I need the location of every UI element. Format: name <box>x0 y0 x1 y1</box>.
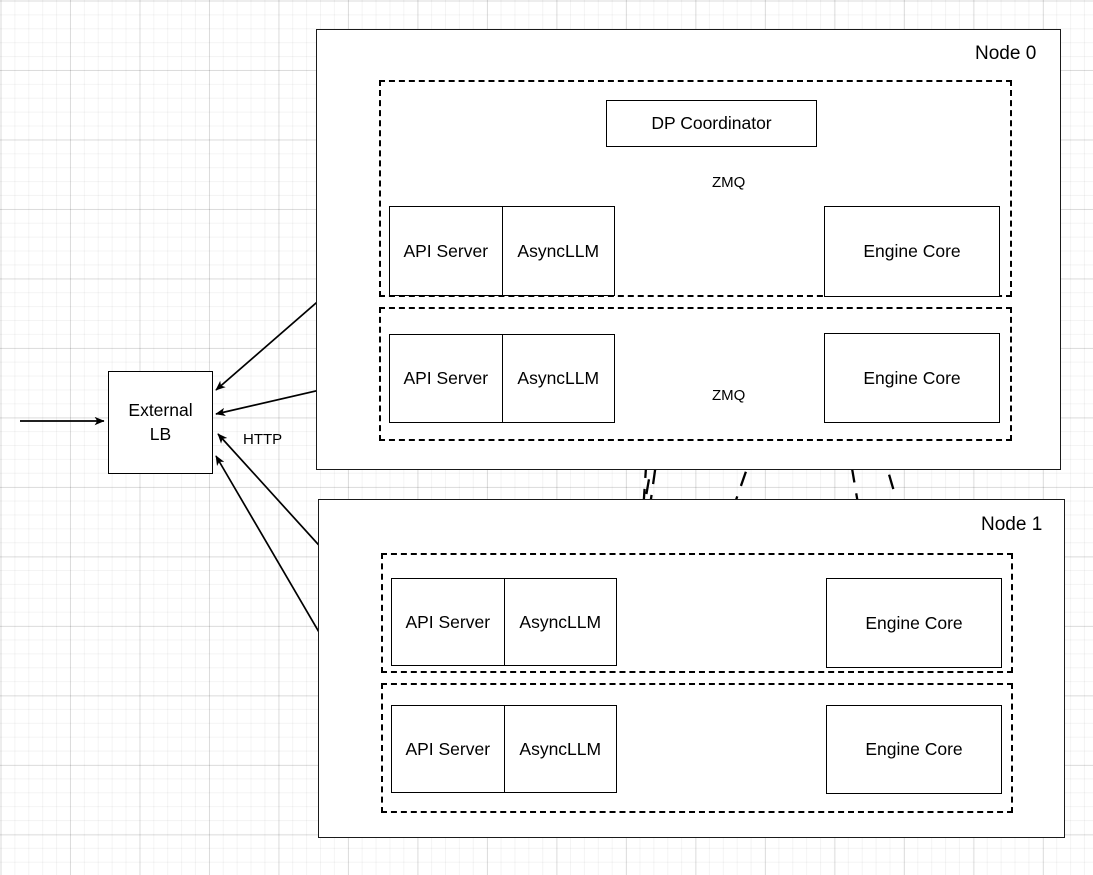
dp-coordinator-box[interactable]: DP Coordinator <box>606 100 817 147</box>
api-server-asyncllm-n0g0[interactable]: API Server AsyncLLM <box>389 206 615 296</box>
node-0-dp-group-1 <box>379 307 1012 441</box>
external-lb-label-line1: External <box>128 399 193 420</box>
engine-core-n0g1[interactable]: Engine Core <box>824 333 1000 423</box>
api-server-asyncllm-n1g0[interactable]: API Server AsyncLLM <box>391 578 617 666</box>
http-label: HTTP <box>243 431 283 448</box>
asyncllm-label-n1g0: AsyncLLM <box>519 611 602 632</box>
api-server-asyncllm-n1g1[interactable]: API Server AsyncLLM <box>391 705 617 793</box>
api-server-label-n1g0: API Server <box>392 579 505 665</box>
asyncllm-label-n0g1: AsyncLLM <box>517 368 600 388</box>
engine-core-label-n1g1: Engine Core <box>865 739 963 759</box>
asyncllm-label-n0g0: AsyncLLM <box>517 240 600 261</box>
node-1-label: Node 1 <box>981 514 1043 535</box>
api-server-asyncllm-n0g1[interactable]: API Server AsyncLLM <box>389 334 615 423</box>
engine-core-n1g0[interactable]: Engine Core <box>826 578 1002 668</box>
zmq-label-n0g1: ZMQ <box>712 387 746 404</box>
zmq-label-n0g0: ZMQ <box>712 174 746 191</box>
api-server-label-n1g1: API Server <box>392 706 505 792</box>
engine-core-n0g0[interactable]: Engine Core <box>824 206 1000 297</box>
node-1-dp-group-0 <box>381 553 1013 673</box>
engine-core-label-n0g1: Engine Core <box>863 367 961 388</box>
dp-coordinator-label: DP Coordinator <box>651 113 772 133</box>
api-server-label-n0g0: API Server <box>390 207 503 295</box>
api-server-label-n0g1: API Server <box>390 335 503 422</box>
engine-core-label-n1g0: Engine Core <box>865 612 963 633</box>
engine-core-label-n0g0: Engine Core <box>863 241 961 261</box>
node-0-dp-group-0 <box>379 80 1012 297</box>
node-0-label: Node 0 <box>975 43 1037 64</box>
node-1-dp-group-1 <box>381 683 1013 813</box>
asyncllm-label-n1g1: AsyncLLM <box>519 738 602 759</box>
external-lb-label-line2: LB <box>149 423 172 444</box>
external-lb-box[interactable]: External LB <box>108 371 213 474</box>
engine-core-n1g1[interactable]: Engine Core <box>826 705 1002 794</box>
